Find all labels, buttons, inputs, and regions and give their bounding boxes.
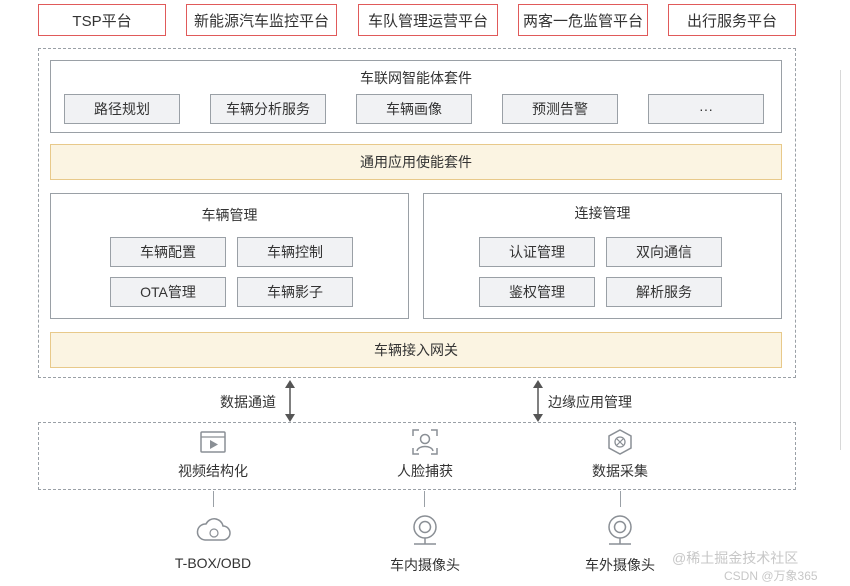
data-channel-arrow	[285, 380, 295, 422]
edge-video-structuring-label: 视频结构化	[178, 463, 248, 479]
device-in-camera-label: 车内摄像头	[390, 557, 460, 573]
cloud-icon	[196, 518, 231, 541]
platform-nev-monitor[interactable]: 新能源汽车监控平台	[186, 4, 337, 36]
agent-suite-title: 车联网智能体套件	[360, 70, 472, 86]
watermark-csdn: CSDN @万象365	[724, 569, 818, 583]
watermark-juejin: @稀土掘金技术社区	[672, 550, 799, 566]
connector-out-camera	[620, 491, 621, 507]
vehicle-access-gateway-bar: 车辆接入网关	[50, 332, 782, 368]
connector-in-camera	[424, 491, 425, 507]
chip-ota-management[interactable]: OTA管理	[110, 277, 226, 307]
edge-face-capture-label: 人脸捕获	[397, 463, 453, 479]
face-icon	[412, 429, 438, 455]
chip-more[interactable]: ···	[648, 94, 764, 124]
chip-auth-management[interactable]: 认证管理	[479, 237, 595, 267]
chip-vehicle-shadow[interactable]: 车辆影子	[237, 277, 353, 307]
chip-permission-management[interactable]: 鉴权管理	[479, 277, 595, 307]
edge-app-management-label: 边缘应用管理	[548, 394, 632, 410]
device-out-camera-label: 车外摄像头	[585, 557, 655, 573]
chip-parsing-service[interactable]: 解析服务	[606, 277, 722, 307]
connector-tbox	[213, 491, 214, 507]
camera-icon	[413, 515, 437, 545]
vehicle-management-title: 车辆管理	[201, 207, 258, 223]
chip-vehicle-config[interactable]: 车辆配置	[110, 237, 226, 267]
platform-tsp[interactable]: TSP平台	[38, 4, 166, 36]
platform-travel[interactable]: 出行服务平台	[668, 4, 796, 36]
chip-vehicle-control[interactable]: 车辆控制	[237, 237, 353, 267]
device-tbox-label: T-BOX/OBD	[174, 555, 252, 571]
video-icon	[200, 431, 226, 453]
camera-icon	[608, 515, 632, 545]
platform-fleet[interactable]: 车队管理运营平台	[358, 4, 498, 36]
chip-predictive-alert[interactable]: 预测告警	[502, 94, 618, 124]
edge-app-management-arrow	[533, 380, 543, 422]
right-edge-divider	[840, 70, 841, 450]
platform-two-passenger[interactable]: 两客一危监管平台	[518, 4, 648, 36]
cloud-platform-container	[38, 48, 796, 378]
connection-management-title: 连接管理	[574, 205, 631, 221]
chip-vehicle-profile[interactable]: 车辆画像	[356, 94, 472, 124]
chip-route-planning[interactable]: 路径规划	[64, 94, 180, 124]
data-collect-icon	[608, 429, 632, 455]
chip-bidirectional-comm[interactable]: 双向通信	[606, 237, 722, 267]
edge-container	[38, 422, 796, 490]
edge-data-collection-label: 数据采集	[592, 463, 648, 479]
chip-vehicle-analysis[interactable]: 车辆分析服务	[210, 94, 326, 124]
general-app-suite-bar: 通用应用使能套件	[50, 144, 782, 180]
data-channel-label: 数据通道	[220, 394, 276, 410]
